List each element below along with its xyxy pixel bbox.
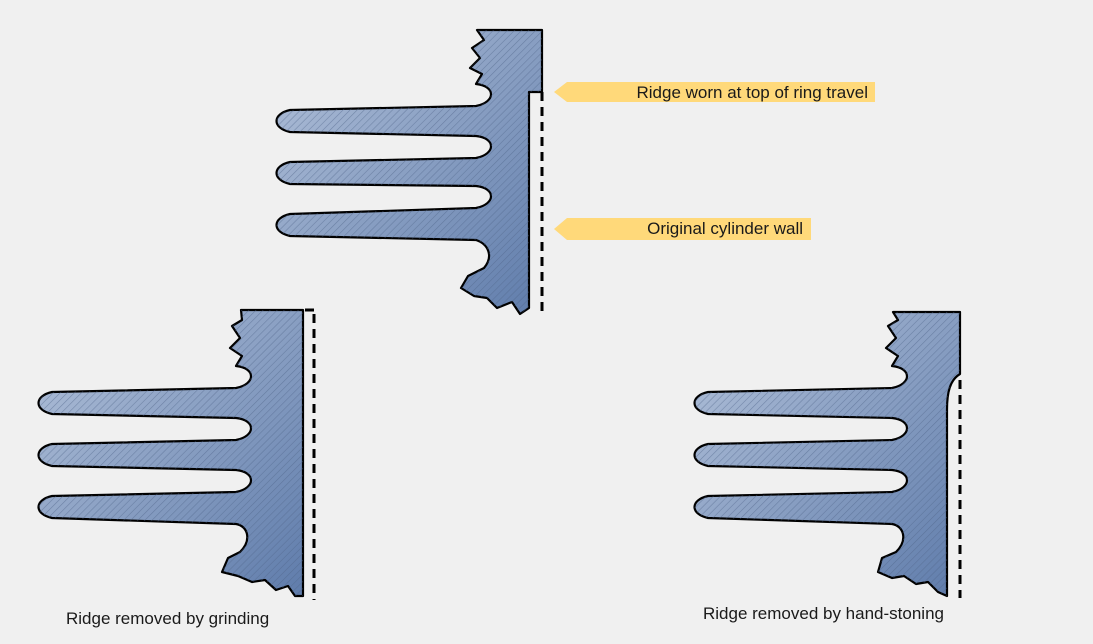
cylinder-fins-stoned-hatch bbox=[694, 312, 960, 596]
stoned-cylinder-section bbox=[693, 310, 962, 598]
callout-arrow-ridge-worn bbox=[554, 82, 875, 102]
callout-arrow-original-wall bbox=[554, 218, 811, 240]
callout-ridge-worn: Ridge worn at top of ring travel bbox=[554, 82, 875, 102]
cylinder-fins-top-hatch bbox=[276, 30, 542, 314]
ground-cylinder-section bbox=[37, 308, 316, 600]
worn-cylinder-section bbox=[275, 28, 544, 316]
cylinder-fins-ground-hatch bbox=[38, 310, 303, 596]
caption-hand-stoning: Ridge removed by hand-stoning bbox=[703, 604, 944, 623]
callout-label-original-wall: Original cylinder wall bbox=[647, 219, 803, 238]
caption-grinding: Ridge removed by grinding bbox=[66, 609, 269, 628]
callout-original-wall: Original cylinder wall bbox=[554, 218, 811, 240]
callout-label-ridge-worn: Ridge worn at top of ring travel bbox=[636, 83, 868, 102]
